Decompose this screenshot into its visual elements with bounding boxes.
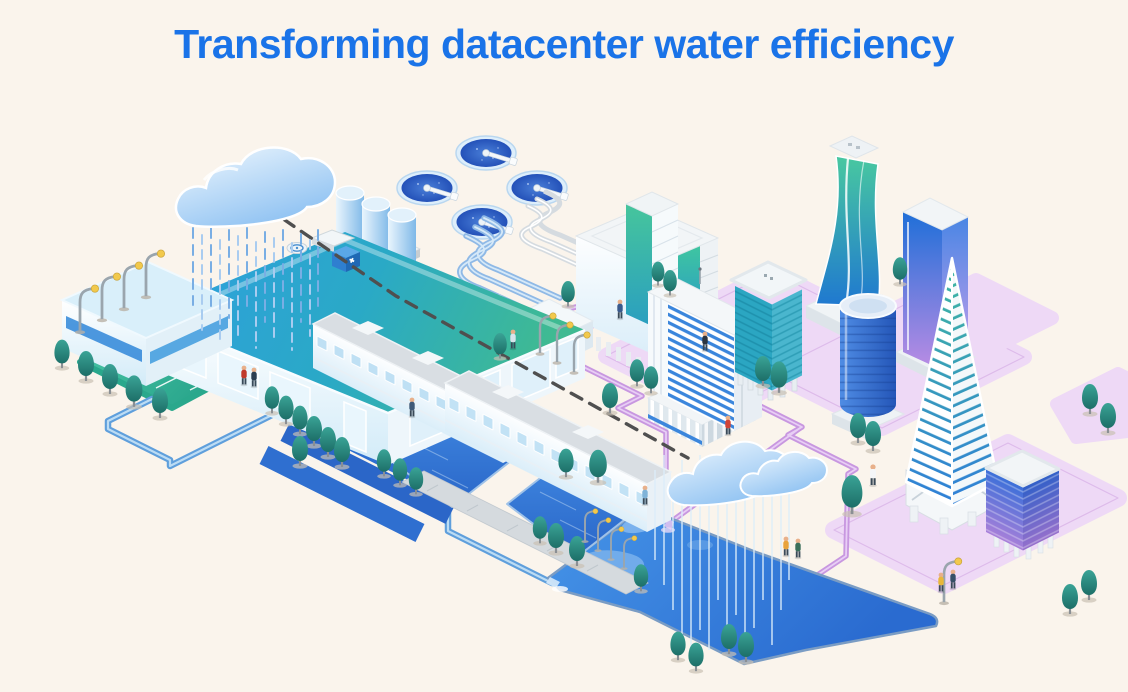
header: Transforming datacenter water efficiency bbox=[0, 0, 1128, 88]
roof-blue-unit bbox=[332, 246, 360, 272]
water-cycle-path bbox=[230, 182, 690, 460]
pyramid-tower bbox=[904, 256, 1000, 535]
process-building-2 bbox=[443, 370, 673, 532]
striped-office-tower bbox=[646, 267, 764, 447]
scene-illustration bbox=[54, 135, 1128, 674]
purple-office-block bbox=[984, 449, 1061, 560]
rain-cloud bbox=[174, 146, 337, 228]
cylindrical-tower bbox=[830, 293, 906, 440]
teal-office-block bbox=[729, 260, 808, 401]
treatment-manifold-pipes bbox=[457, 189, 599, 323]
evaporation-clouds bbox=[666, 440, 829, 507]
page-title: Transforming datacenter water efficiency bbox=[174, 20, 954, 67]
pond-inlet-waterfall bbox=[546, 577, 568, 592]
rainfall bbox=[192, 227, 319, 351]
